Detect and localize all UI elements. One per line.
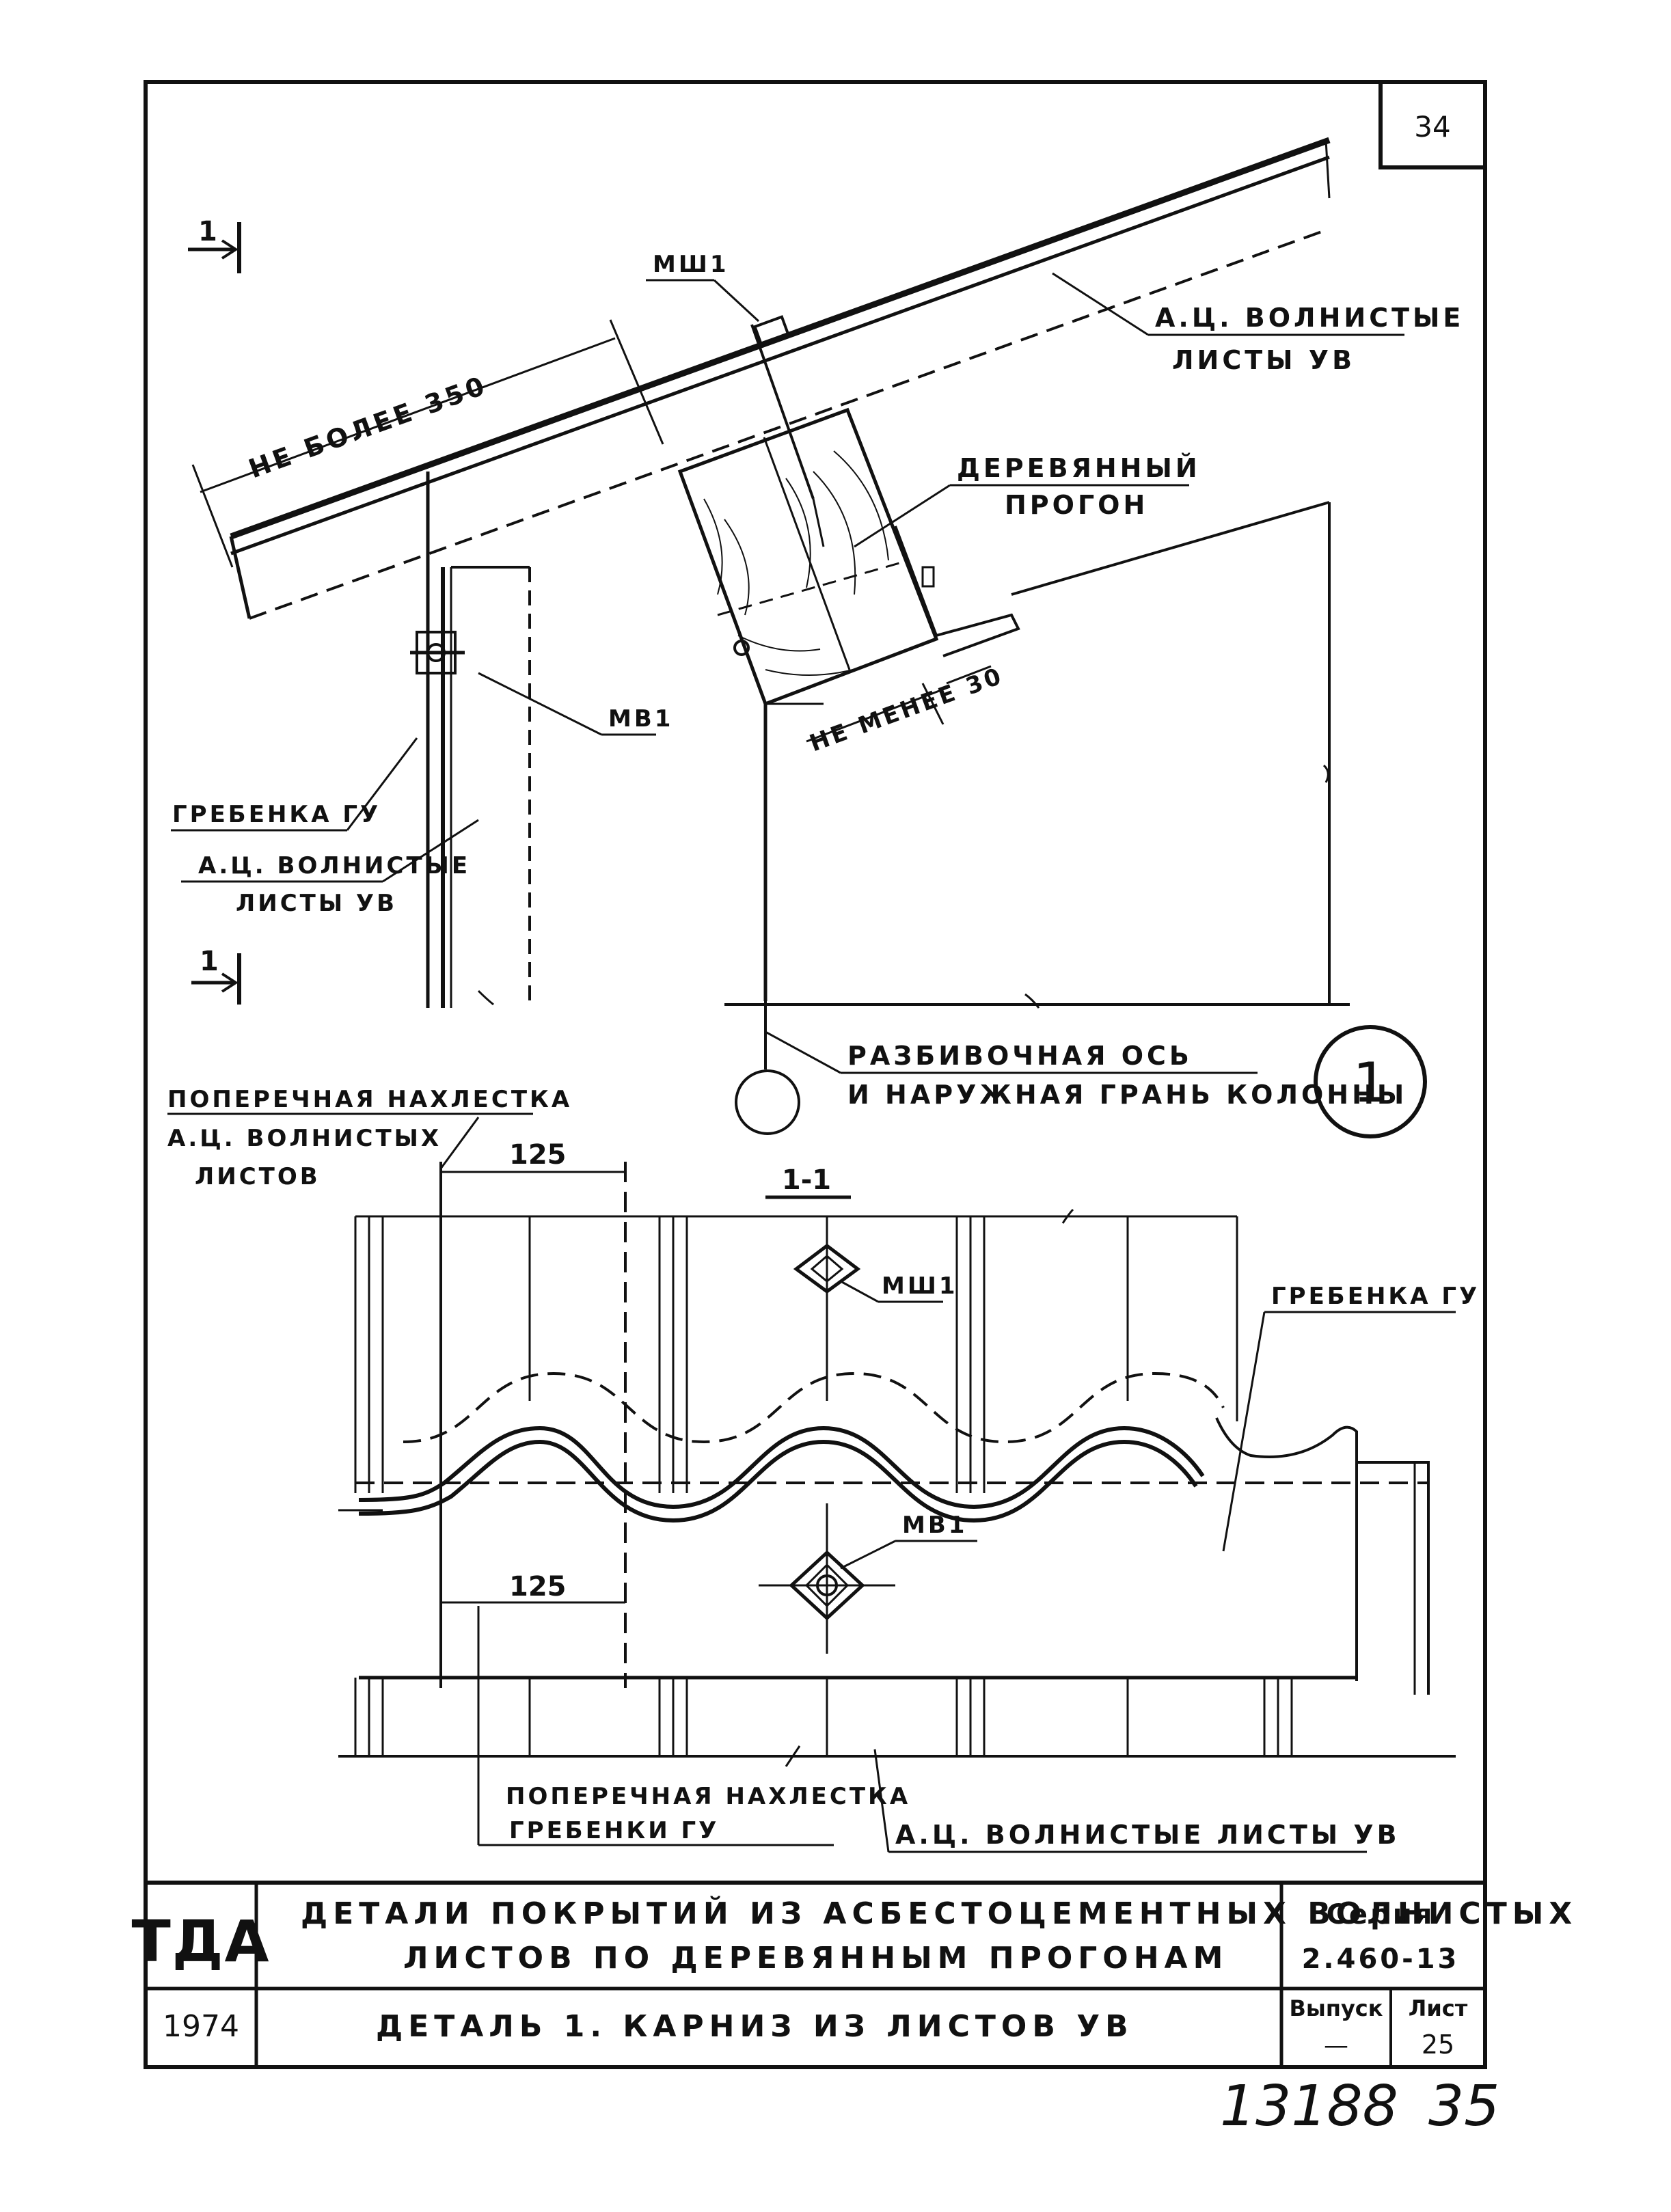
label-sheets-section-group: А.Ц. ВОЛНИСТЫЕ ЛИСТЫ УВ (873, 1749, 1400, 1853)
label-comb-section: ГРЕБЕНКА ГУ (1271, 1283, 1480, 1310)
dimension-125-top: 125 (439, 1139, 627, 1688)
label-axis-1: РАЗБИВОЧНАЯ ОСЬ (847, 1041, 1193, 1071)
sheet-frame (144, 80, 1487, 2069)
issue-value: — (1324, 2032, 1348, 2060)
bolt-mv1-section: МВ1 (759, 1503, 977, 1654)
label-wall-sheets-group: А.Ц. ВОЛНИСТЫЕ ЛИСТЫ УВ (181, 819, 479, 917)
label-roof-sheets-2: ЛИСТЫ УВ (1172, 345, 1355, 375)
label-mv1-detail: МВ1 (608, 705, 673, 733)
label-comb-detail-group: ГРЕБЕНКА ГУ (171, 737, 418, 832)
series-label: Серия (1327, 1899, 1435, 1930)
section-mark-top: 1 (188, 216, 241, 273)
label-msh1-detail-group: МШ1 (646, 251, 760, 323)
label-purlin-group: ДЕРЕВЯННЫЙ ПРОГОН (854, 453, 1201, 548)
handwritten-notes: 13188 35 (1220, 2074, 1499, 2139)
label-overlap-bottom-2: ГРЕБЕНКИ ГУ (509, 1817, 719, 1844)
title-block: ТДА ДЕТАЛИ ПОКРЫТИЙ ИЗ АСБЕСТОЦЕМЕНТНЫХ … (131, 1881, 1577, 2069)
detail-1: 1 1 НЕ БОЛЕЕ 350 (171, 137, 1464, 1138)
roof-sheets (229, 137, 1331, 620)
label-axis-2: И НАРУЖНАЯ ГРАНЬ КОЛОННЫ (847, 1080, 1407, 1110)
section-title-text: 1-1 (782, 1164, 831, 1196)
dimension-125-bottom-label: 125 (509, 1571, 567, 1602)
section-mark-bottom: 1 (191, 946, 241, 1005)
section-title: 1-1 (765, 1164, 851, 1199)
axis-marker: РАЗБИВОЧНАЯ ОСЬ И НАРУЖНАЯ ГРАНЬ КОЛОННЫ (735, 1001, 1407, 1135)
label-roof-sheets-group: А.Ц. ВОЛНИСТЫЕ ЛИСТЫ УВ (1052, 272, 1464, 375)
label-sheets-section: А.Ц. ВОЛНИСТЫЕ ЛИСТЫ УВ (895, 1820, 1400, 1850)
series-value: 2.460-13 (1302, 1943, 1460, 1975)
label-purlin-1: ДЕРЕВЯННЫЙ (957, 453, 1201, 483)
label-wall-sheets-2: ЛИСТЫ УВ (236, 890, 397, 917)
axis-bubble (735, 1069, 800, 1135)
label-overlap-top-3: ЛИСТОВ (195, 1163, 321, 1190)
sheet-value: 25 (1422, 2030, 1454, 2060)
label-purlin-2: ПРОГОН (1005, 490, 1148, 520)
title-line-1: ДЕТАЛИ ПОКРЫТИЙ ИЗ АСБЕСТОЦЕМЕНТНЫХ ВОЛН… (301, 1895, 1577, 1931)
label-overlap-bottom-1: ПОПЕРЕЧНАЯ НАХЛЕСТКА (506, 1783, 910, 1810)
section-mark-top-label: 1 (198, 216, 217, 247)
label-overlap-top-2: А.Ц. ВОЛНИСТЫХ (167, 1125, 441, 1152)
label-msh1-section: МШ1 (882, 1272, 958, 1300)
bolt-mv1: МВ1 (410, 631, 673, 736)
sheet-label: Лист (1409, 1995, 1468, 2021)
comb-plate (359, 1435, 1430, 1695)
wall-sheets (426, 472, 531, 1008)
label-overlap-top-1: ПОПЕРЕЧНАЯ НАХЛЕСТКА (167, 1086, 572, 1113)
wooden-purlin (677, 315, 1020, 707)
column-frame (724, 501, 1350, 1009)
section-mark-bottom-label: 1 (200, 946, 219, 977)
handwritten-page: 35 (1428, 2074, 1499, 2139)
corner-number: 34 (1414, 110, 1450, 144)
corrugated-profile (355, 1417, 1428, 1523)
label-comb-section-group: ГРЕБЕНКА ГУ (1222, 1283, 1480, 1552)
title-org: ТДА (131, 1908, 270, 1975)
label-roof-sheets-1: А.Ц. ВОЛНИСТЫЕ (1155, 303, 1464, 333)
title-year: 1974 (163, 2009, 239, 2044)
dimension-350-label: НЕ БОЛЕЕ 350 (245, 370, 491, 484)
dimension-125-top-label: 125 (509, 1139, 567, 1171)
label-msh1-detail: МШ1 (653, 251, 729, 278)
label-overlap-top-group: ПОПЕРЕЧНАЯ НАХЛЕСТКА А.Ц. ВОЛНИСТЫХ ЛИСТ… (167, 1086, 572, 1190)
washer-msh1: МШ1 (793, 1243, 958, 1303)
corner-number-box: 34 (1378, 80, 1487, 169)
title-line-2: ЛИСТОВ ПО ДЕРЕВЯННЫМ ПРОГОНАМ (403, 1941, 1228, 1976)
section-1-1: 1-1 ПОПЕРЕЧНАЯ НАХЛЕСТКА А.Ц. ВОЛНИСТЫХ … (167, 1086, 1480, 1853)
issue-label: Выпуск (1290, 1995, 1383, 2021)
dimension-125-bottom: 125 (441, 1571, 625, 1604)
handwritten-number: 13188 (1220, 2074, 1398, 2139)
upper-sheet-panel (354, 1208, 1238, 1493)
label-mv1-section: МВ1 (902, 1512, 967, 1539)
label-overlap-bottom-group: ПОПЕРЕЧНАЯ НАХЛЕСТКА ГРЕБЕНКИ ГУ (477, 1606, 910, 1846)
detail-number: 1 (1353, 1051, 1388, 1115)
detail-title: ДЕТАЛЬ 1. КАРНИЗ ИЗ ЛИСТОВ УВ (376, 2009, 1134, 2044)
label-wall-sheets-1: А.Ц. ВОЛНИСТЫЕ (198, 852, 470, 879)
detail-number-circle: 1 (1314, 1025, 1427, 1138)
lower-sheet-panel (338, 1509, 1456, 1767)
label-comb-detail: ГРЕБЕНКА ГУ (172, 801, 381, 828)
